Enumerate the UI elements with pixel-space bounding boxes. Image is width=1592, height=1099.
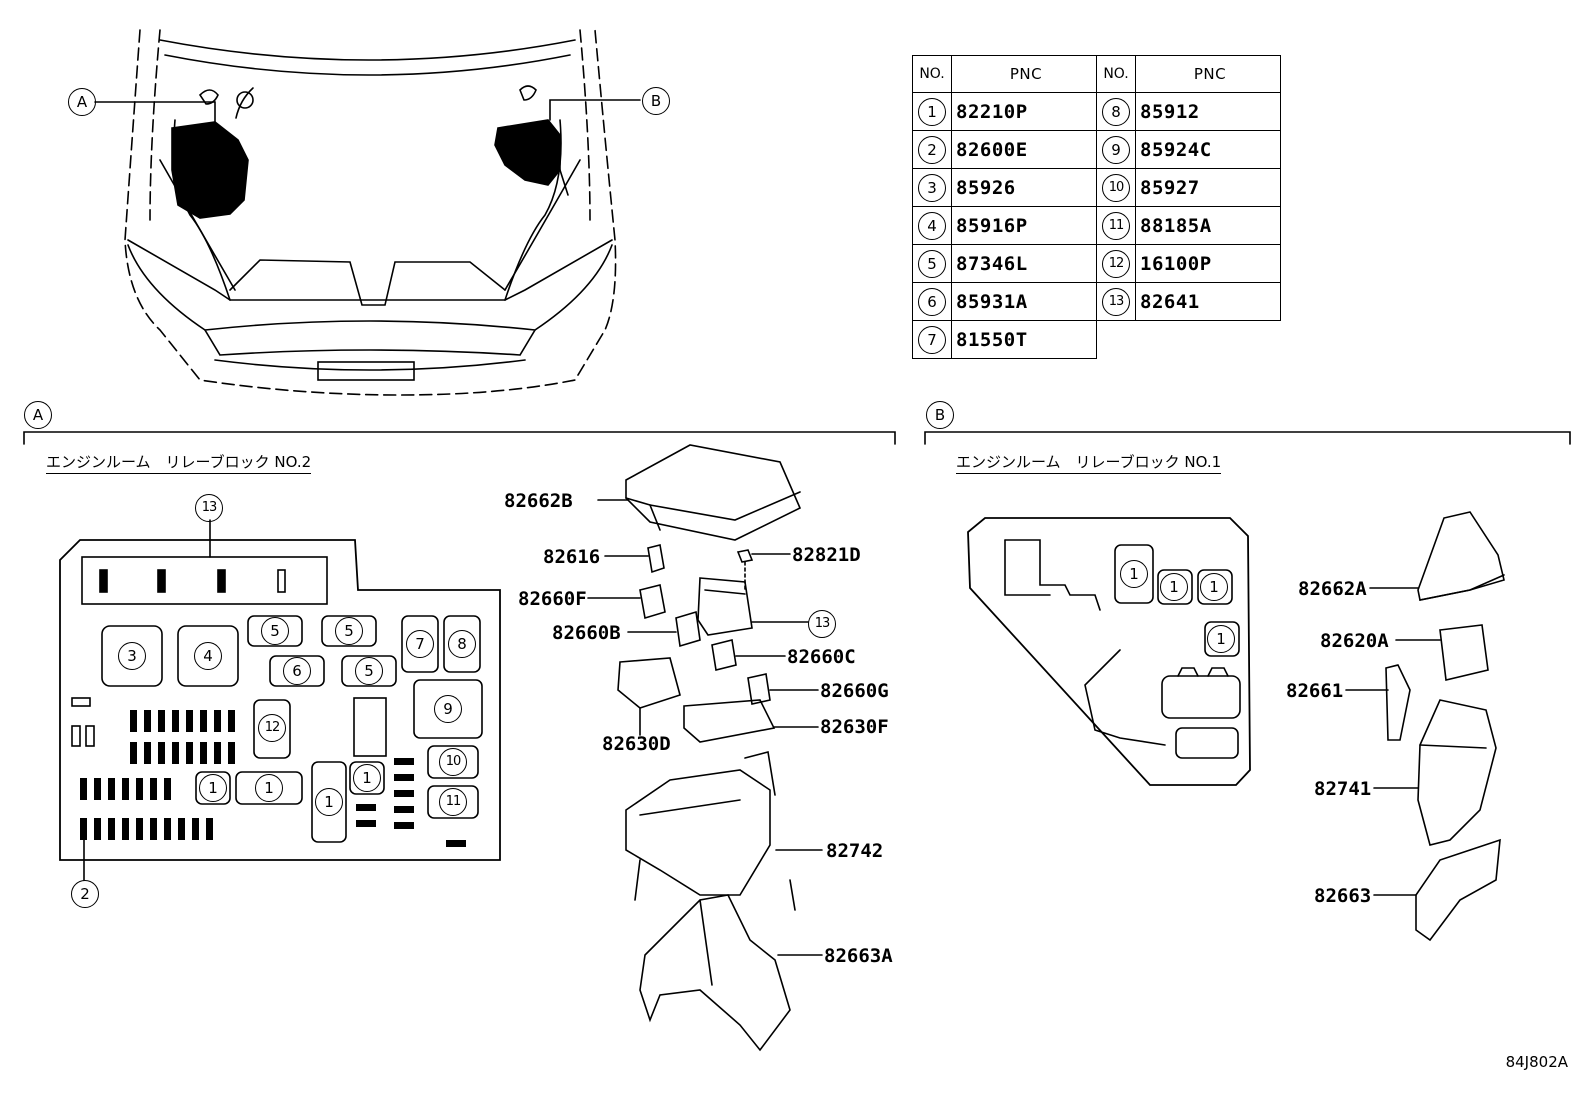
row-number: 1 <box>918 97 946 126</box>
mark-13: 13 <box>195 494 223 522</box>
pnc-code: 85931A <box>951 282 1097 321</box>
callout-a: A <box>68 88 96 116</box>
pnc-code: 82210P <box>951 92 1097 131</box>
mark-1: 1 <box>199 774 227 802</box>
mark-1: 1 <box>1200 573 1228 601</box>
label-82821D: 82821D <box>792 544 861 566</box>
mark-5: 5 <box>261 617 289 645</box>
pnc-code: 88185A <box>1135 206 1281 245</box>
mark-12: 12 <box>258 714 286 742</box>
mark-1: 1 <box>1160 573 1188 601</box>
pnc-code: 82600E <box>951 130 1097 169</box>
pnc-code: 81550T <box>951 320 1097 359</box>
relay-block-no1-parts <box>1345 511 1505 942</box>
row-number: 6 <box>918 287 946 316</box>
pnc-code: 85912 <box>1135 92 1281 131</box>
mark-5: 5 <box>335 617 363 645</box>
label-82660F: 82660F <box>518 588 587 610</box>
row-number: 2 <box>918 135 946 164</box>
row-number: 10 <box>1102 173 1130 202</box>
label-82616: 82616 <box>543 546 601 568</box>
label-82661: 82661 <box>1286 680 1344 702</box>
row-number: 12 <box>1102 249 1130 278</box>
col-pnc-header: PNC <box>951 55 1097 93</box>
label-82660G: 82660G <box>820 680 889 702</box>
pnc-table: NO. PNC NO. PNC 1 82210P 8 85912 2 82600… <box>912 55 1281 359</box>
relay-block-no1-layout <box>967 517 1251 786</box>
row-number: 5 <box>918 249 946 278</box>
pnc-code: 85927 <box>1135 168 1281 207</box>
mark-1: 1 <box>353 764 381 792</box>
mark-1: 1 <box>1207 625 1235 653</box>
table-row: 6 85931A 13 82641 <box>912 282 1281 321</box>
col-pnc-header: PNC <box>1135 55 1281 93</box>
label-82660C: 82660C <box>787 646 856 668</box>
label-82663A: 82663A <box>824 945 893 967</box>
row-number: 7 <box>918 325 946 354</box>
pnc-code: 87346L <box>951 244 1097 283</box>
col-no-header: NO. <box>1096 55 1136 93</box>
mark-3: 3 <box>118 642 146 670</box>
mark-10: 10 <box>439 748 467 776</box>
row-number: 8 <box>1102 97 1130 126</box>
pnc-code: 85924C <box>1135 130 1281 169</box>
pnc-code: 85926 <box>951 168 1097 207</box>
mark-4: 4 <box>194 642 222 670</box>
pnc-code: 16100P <box>1135 244 1281 283</box>
mark-11: 11 <box>439 788 467 816</box>
section-a-title: エンジンルーム リレーブロック NO.2 <box>46 451 312 474</box>
mark-13-part: 13 <box>808 610 836 638</box>
mark-5: 5 <box>355 657 383 685</box>
section-b-title: エンジンルーム リレーブロック NO.1 <box>956 451 1222 474</box>
mark-2: 2 <box>71 880 99 908</box>
col-no-header: NO. <box>912 55 952 93</box>
pnc-code: 85916P <box>951 206 1097 245</box>
table-row: 5 87346L 12 16100P <box>912 244 1281 283</box>
table-row: 4 85916P 11 88185A <box>912 206 1281 245</box>
label-82620A: 82620A <box>1320 630 1389 652</box>
mark-7: 7 <box>406 630 434 658</box>
label-82662A: 82662A <box>1298 578 1367 600</box>
label-82660B: 82660B <box>552 622 621 644</box>
row-number: 4 <box>918 211 946 240</box>
label-82662B: 82662B <box>504 490 573 512</box>
table-row: 1 82210P 8 85912 <box>912 92 1281 131</box>
label-82630D: 82630D <box>602 733 671 755</box>
mark-1: 1 <box>1120 560 1148 588</box>
row-number: 11 <box>1102 211 1130 240</box>
table-row: 2 82600E 9 85924C <box>912 130 1281 169</box>
relay-block-no2-parts <box>587 444 823 1052</box>
relay-block-no2-layout <box>59 519 501 881</box>
mark-1: 1 <box>255 774 283 802</box>
label-82630F: 82630F <box>820 716 889 738</box>
vehicle-overview <box>94 29 641 396</box>
mark-9: 9 <box>434 695 462 723</box>
mark-6: 6 <box>283 657 311 685</box>
row-number: 13 <box>1102 287 1130 316</box>
section-a-marker: A <box>24 401 52 429</box>
label-82741: 82741 <box>1314 778 1372 800</box>
figure-code: 84J802A <box>1505 1053 1568 1071</box>
table-row: 3 85926 10 85927 <box>912 168 1281 207</box>
label-82663: 82663 <box>1314 885 1372 907</box>
section-b-bracket <box>924 431 1571 445</box>
section-b-marker: B <box>926 401 954 429</box>
mark-1: 1 <box>315 788 343 816</box>
row-number: 3 <box>918 173 946 202</box>
mark-8: 8 <box>448 630 476 658</box>
table-row: 7 81550T <box>912 320 1281 359</box>
row-number: 9 <box>1102 135 1130 164</box>
pnc-code: 82641 <box>1135 282 1281 321</box>
section-a-bracket <box>23 431 896 445</box>
callout-b: B <box>642 87 670 115</box>
label-82742: 82742 <box>826 840 884 862</box>
